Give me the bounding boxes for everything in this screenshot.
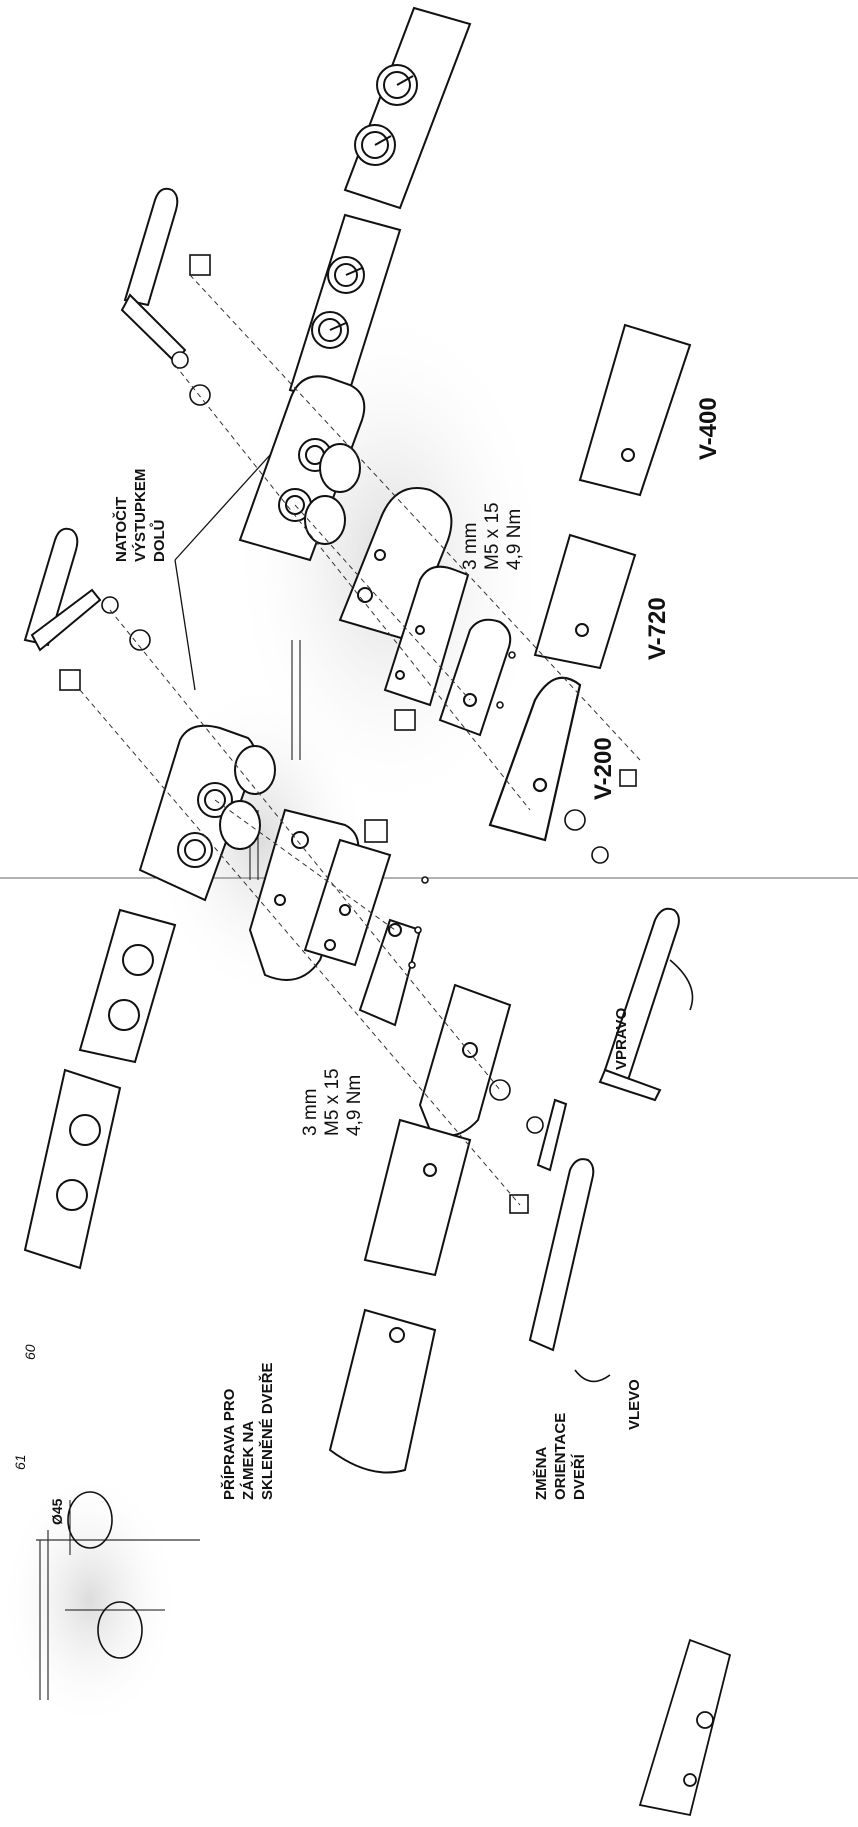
natocit-label: NATOČIT VÝSTUPKEM DOLŮ	[112, 469, 169, 562]
zmena-line-1: ZMĚNA	[533, 1446, 550, 1500]
door-edge-lines	[36, 640, 301, 1700]
spec-right: 3 mm M5 x 15 4,9 Nm	[460, 502, 526, 570]
spec-left: 3 mm M5 x 15 4,9 Nm	[300, 1068, 366, 1136]
natocit-line-2: VÝSTUPKEM	[132, 468, 149, 562]
cover-lower-curved	[328, 1308, 437, 1474]
priprava-label: PŘÍPRAVA PRO ZÁMEK NA SKLENĚNÉ DVEŘE	[220, 1362, 277, 1500]
cover-v720	[533, 533, 637, 670]
spec-left-line-3: 4,9 Nm	[344, 1074, 365, 1136]
zmena-label: ZMĚNA ORIENTACE DVEŘÍ	[532, 1413, 589, 1500]
spec-right-line-1: 3 mm	[460, 522, 481, 571]
spec-left-line-1: 3 mm	[300, 1088, 321, 1137]
vpravo-label: VPRAVO	[613, 1007, 630, 1070]
model-label-v200: V-200	[590, 737, 617, 800]
dimension-60: 60	[22, 1344, 38, 1360]
cover-lower-flat	[363, 1118, 472, 1277]
diameter-label: Ø45	[49, 1498, 65, 1525]
priprava-line-2: ZÁMEK NA	[240, 1420, 257, 1500]
zmena-line-3: DVEŘÍ	[571, 1454, 588, 1500]
escutcheon-plate-second	[288, 213, 402, 407]
cover-lower-rounded	[418, 983, 512, 1137]
callout-lines	[174, 454, 271, 691]
model-label-v400: V-400	[695, 397, 722, 460]
lever-handle-vpravo	[598, 907, 680, 1102]
assembly-axes	[79, 274, 641, 1206]
vlevo-label: VLEVO	[626, 1379, 643, 1430]
lever-handle-vlevo	[528, 1098, 595, 1352]
cover-v400	[578, 323, 692, 497]
lock-body-right	[383, 565, 470, 707]
back-plate-right	[438, 618, 512, 737]
lock-body-left	[303, 838, 392, 967]
spec-left-line-2: M5 x 15	[322, 1068, 343, 1136]
natocit-line-1: NATOČIT	[113, 496, 130, 562]
small-fittings	[59, 254, 637, 1214]
glass-drilling-detail	[65, 1491, 165, 1659]
escutcheon-plate-lower-2	[23, 1068, 122, 1270]
scan-shading	[0, 1470, 180, 1730]
priprava-line-1: PŘÍPRAVA PRO	[221, 1388, 238, 1500]
priprava-line-3: SKLENĚNÉ DVEŘE	[259, 1362, 276, 1500]
model-label-v720: V-720	[644, 597, 671, 660]
dimension-61: 61	[12, 1454, 28, 1470]
glass-hole-discs	[219, 443, 361, 850]
cover-v200	[488, 676, 582, 842]
zmena-line-2: ORIENTACE	[552, 1412, 569, 1500]
escutcheon-plate-lower-1	[78, 908, 177, 1064]
lever-handle-top	[120, 187, 187, 364]
back-plate-left	[358, 918, 422, 1027]
door-orientation-detail	[638, 1638, 732, 1817]
natocit-line-3: DOLŮ	[151, 519, 168, 563]
escutcheon-plate-top	[343, 6, 472, 210]
spec-right-line-3: 4,9 Nm	[504, 508, 525, 570]
spec-right-line-2: M5 x 15	[482, 502, 503, 570]
lever-handle-middle	[23, 527, 102, 652]
rotation-arrows	[574, 959, 694, 1383]
